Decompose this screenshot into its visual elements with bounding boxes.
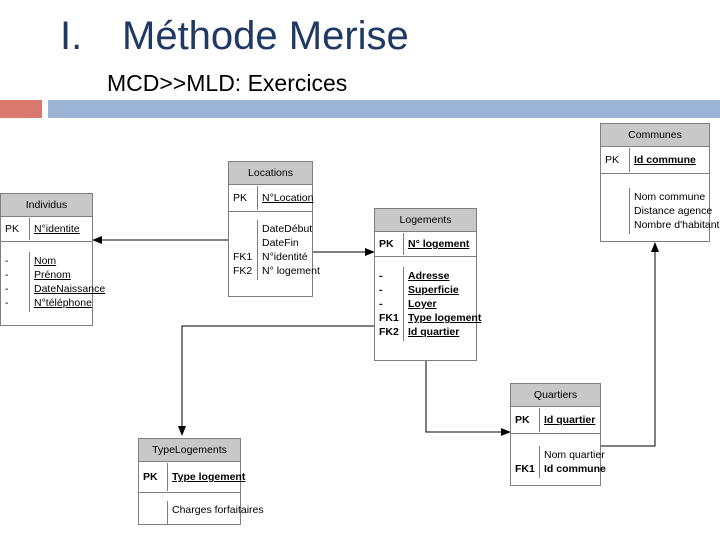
key-label (515, 448, 539, 462)
key-label (605, 218, 629, 232)
attribute: Nom commune (634, 191, 706, 203)
key-label: - (5, 269, 9, 281)
pk-label: PK (1, 218, 30, 240)
attribute: N° logement (262, 265, 320, 277)
attribute: Nom quartier (544, 449, 605, 461)
key-label: FK1 (379, 312, 399, 324)
key-label: FK2 (379, 326, 399, 338)
slide-subtitle: MCD>>MLD: Exercices (107, 70, 348, 96)
attribute: N°identité (262, 251, 308, 263)
key-label: FK1 (233, 251, 253, 263)
entity-typelogements: TypeLogements PK Type logement Charges f… (138, 438, 264, 525)
pk-attribute: N° logement (408, 238, 470, 250)
pk-attribute: N°identite (34, 223, 80, 235)
entity-individus: Individus PK N°identite - - - - Nom Prén… (0, 193, 105, 326)
pk-label: PK (511, 408, 540, 432)
slide-title: I. Méthode Merise (60, 14, 409, 59)
pk-label: PK (139, 463, 168, 491)
key-label: - (379, 284, 383, 296)
pk-label: PK (601, 148, 630, 172)
pk-attribute: Id commune (634, 154, 696, 166)
key-label: - (379, 270, 383, 282)
entity-locations: Locations PK N°Location FK1 FK2 DateDébu… (228, 161, 320, 297)
attribute: Nom (34, 255, 57, 267)
entity-name: Locations (229, 162, 312, 185)
link-logements-typelogements (178, 325, 374, 436)
key-label (233, 236, 257, 250)
entity-communes: Communes PK Id commune Nom commune Dista… (600, 123, 720, 242)
attribute: DateFin (262, 237, 299, 249)
pk-label: PK (229, 186, 258, 210)
title-number: I. (60, 14, 83, 58)
key-label: - (379, 298, 383, 310)
attribute: Id commune (544, 463, 606, 475)
key-label: - (5, 255, 9, 267)
attribute: DateNaissance (34, 283, 106, 295)
key-label: - (5, 283, 9, 295)
attribute: Prénom (34, 269, 71, 281)
attribute: Superficie (408, 284, 459, 296)
attribute: Distance agence (634, 205, 713, 217)
pk-attribute: Id quartier (544, 414, 596, 426)
attribute: Adresse (408, 270, 450, 282)
key-label (233, 222, 257, 236)
attribute: Loyer (408, 298, 437, 310)
attribute: N°téléphone (34, 297, 92, 309)
pk-label: PK (375, 233, 404, 255)
link-logements-quartiers (425, 361, 511, 436)
attribute: Nombre d'habitants (634, 219, 720, 231)
entity-name: Quartiers (511, 384, 600, 407)
key-label (605, 204, 629, 218)
key-label (605, 190, 629, 204)
entity-logements: Logements PK N° logement - - - FK1 FK2 A… (374, 208, 481, 361)
key-label: FK1 (515, 463, 535, 475)
pk-attribute: N°Location (262, 192, 314, 204)
accent-bar-blue (48, 100, 720, 118)
entity-name: Communes (601, 124, 709, 147)
title-text: Méthode Merise (122, 14, 409, 58)
attribute: Charges forfaitaires (172, 504, 264, 516)
attribute: Type logement (408, 312, 482, 324)
key-label: FK2 (233, 265, 253, 277)
entity-name: Logements (375, 209, 476, 232)
attribute: DateDébut (262, 223, 313, 235)
entity-name: TypeLogements (139, 439, 240, 462)
accent-bar-red (0, 100, 42, 118)
pk-attribute: Type logement (172, 471, 246, 483)
link-quartiers-communes (600, 242, 659, 447)
attribute: Id quartier (408, 326, 460, 338)
entity-name: Individus (1, 194, 92, 217)
key-label: - (5, 297, 9, 309)
entity-quartiers: Quartiers PK Id quartier FK1 Nom quartie… (510, 383, 606, 486)
